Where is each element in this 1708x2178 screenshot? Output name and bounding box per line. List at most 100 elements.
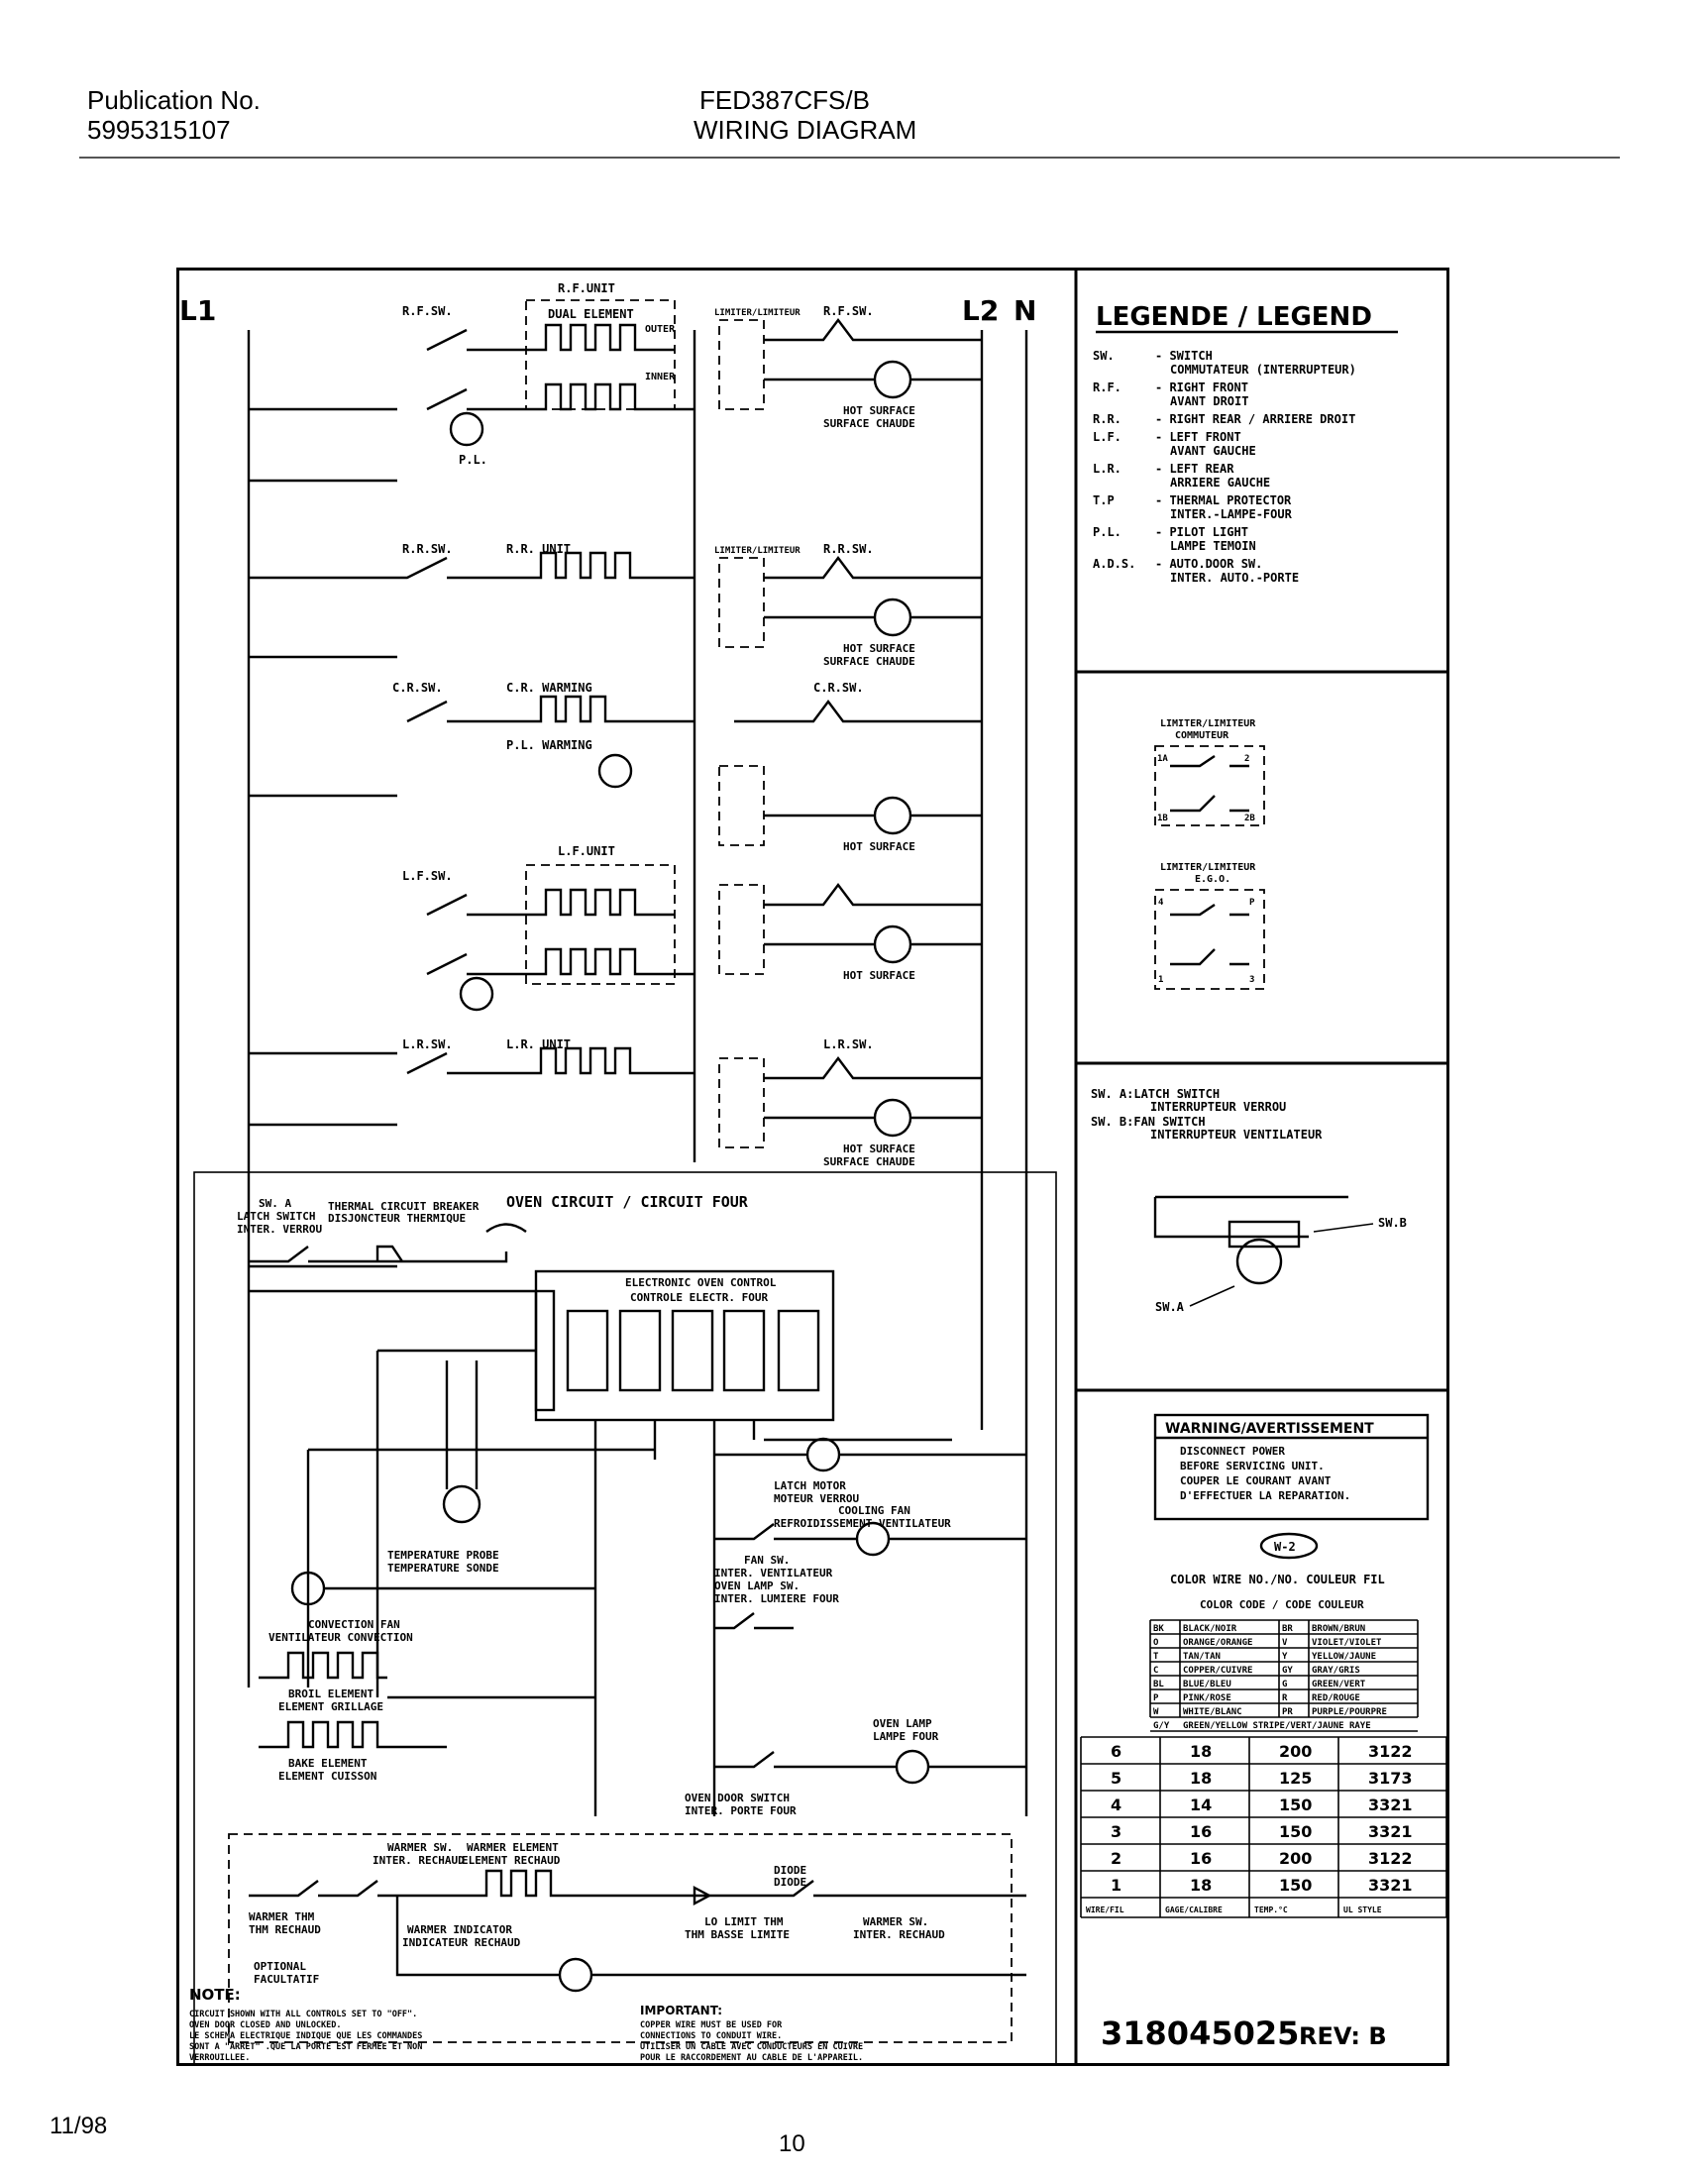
warmer-element-fr-label: ELEMENT RECHAUD [462, 1854, 561, 1867]
color-code-cell: BL [1153, 1680, 1164, 1689]
sw-a-fr-legend: INTERRUPTEUR VERROU [1150, 1100, 1286, 1114]
sw-b-legend: SW. B:FAN SWITCH [1091, 1115, 1206, 1129]
legend-desc-fr: ARRIERE GAUCHE [1170, 476, 1270, 490]
warning-line: DISCONNECT POWER [1180, 1445, 1285, 1458]
revision: REV: B [1299, 2022, 1387, 2050]
wire-table-cell: 3321 [1368, 1822, 1413, 1841]
schematic: L1 L2 N R.F.SW. R.F.UNIT DUAL ELEMENT OU… [179, 281, 1057, 2063]
optional-label: OPTIONAL [254, 1960, 306, 1973]
latch-switch-label3: INTER. VERROU [237, 1223, 322, 1236]
rf-outer-label: OUTER [645, 324, 676, 335]
legend-title: LEGENDE / LEGEND [1096, 302, 1372, 332]
publication-number: 5995315107 [87, 115, 231, 145]
warmer-thm-fr-label: THM RECHAUD [249, 1923, 321, 1936]
color-code-cell: BLUE/BLEU [1183, 1680, 1231, 1689]
color-code-cell: RED/ROUGE [1312, 1693, 1360, 1703]
color-code-cell: BROWN/BRUN [1312, 1624, 1365, 1634]
legend-abbr: L.F. [1093, 430, 1121, 444]
legend-desc: - THERMAL PROTECTOR [1155, 493, 1292, 507]
wire-table-cell: 1 [1111, 1876, 1121, 1895]
lf-outer-element [426, 888, 675, 917]
wire-table-cell: 200 [1279, 1849, 1312, 1868]
rail-l1-label: L1 [179, 294, 216, 327]
legend-desc: - RIGHT FRONT [1155, 381, 1248, 394]
oven-lamp-sw-label: OVEN LAMP SW. [714, 1579, 800, 1592]
latch-motor-fr-label: MOTEUR VERROU [774, 1492, 859, 1505]
note-line: CIRCUIT SHOWN WITH ALL CONTROLS SET TO "… [189, 2010, 417, 2019]
temp-probe-label: TEMPERATURE PROBE [387, 1549, 499, 1562]
note-line: VERROUILLEE. [189, 2053, 250, 2063]
limiter-1-sub-label: COMMUTEUR [1175, 730, 1229, 741]
wire-tag-label: W-2 [1274, 1540, 1296, 1554]
limiter-2-diagram [1154, 889, 1265, 990]
oven-lamp-fr-label: LAMPE FOUR [873, 1730, 939, 1743]
cr-pilot-light [597, 753, 633, 789]
eoc-label: ELECTRONIC OVEN CONTROL [625, 1276, 777, 1289]
door-switch-label: OVEN DOOR SWITCH [685, 1792, 790, 1804]
important-line: POUR LE RACCORDEMENT AU CABLE DE L'APPAR… [640, 2053, 863, 2063]
footer-page: 10 [779, 2130, 805, 2157]
color-code-cell: Y [1282, 1652, 1288, 1662]
legend-desc-fr: AVANT GAUCHE [1170, 444, 1256, 458]
lr-sw-right-label: L.R.SW. [823, 1037, 874, 1051]
cr-hot-surface-lamp [873, 796, 912, 835]
limiter-2-pin-1: 1 [1158, 975, 1163, 985]
limiter-1-label: LIMITER/LIMITEUR [1160, 718, 1256, 729]
rr-unit-label: R.R. UNIT [506, 542, 571, 556]
color-code-cell: T [1153, 1652, 1159, 1662]
important-line: COPPER WIRE MUST BE USED FOR [640, 2020, 783, 2030]
optional-fr-label: FACULTATIF [254, 1973, 319, 1986]
wire-table-cell: 3321 [1368, 1796, 1413, 1814]
oven-circuit-title: OVEN CIRCUIT / CIRCUIT FOUR [506, 1193, 749, 1211]
warmer-circuit-wires [249, 1869, 1026, 1898]
note-title: NOTE: [189, 1986, 241, 2004]
color-code-cell: C [1153, 1666, 1158, 1676]
rr-element [249, 551, 675, 580]
warmer-sw2-label: WARMER SW. [863, 1915, 928, 1928]
legend-abbr: R.R. [1093, 412, 1121, 426]
color-code-cell: GRAY/GRIS [1312, 1666, 1360, 1676]
thermal-breaker-label: THERMAL CIRCUIT BREAKER [328, 1200, 480, 1213]
temp-probe-fr-label: TEMPERATURE SONDE [387, 1562, 499, 1575]
warning-box [1153, 1413, 1430, 1521]
lr-limiter-box [718, 1057, 765, 1148]
rf-limiter-box [718, 319, 765, 410]
eoc-relay-5 [777, 1309, 820, 1392]
legend-desc: - RIGHT REAR / ARRIERE DROIT [1155, 412, 1355, 426]
note-line: OVEN DOOR CLOSED AND UNLOCKED. [189, 2020, 342, 2030]
color-code-cell: R [1282, 1693, 1288, 1703]
note-line: LE SCHEMA ELECTRIQUE INDIQUE QUE LES COM… [189, 2031, 422, 2041]
color-code-cell: G [1282, 1680, 1287, 1689]
color-code-cell: BK [1153, 1624, 1164, 1634]
rf-limiter-label: LIMITER/LIMITEUR [714, 308, 801, 318]
lr-hot-surface-lamp [873, 1098, 912, 1138]
cr-pl-label: P.L. WARMING [506, 738, 592, 752]
oven-lamp-label: OVEN LAMP [873, 1717, 932, 1730]
note-line: SONT A "ARRET" .QUE LA PORTE EST FERMEE … [189, 2042, 422, 2052]
color-wire-label: COLOR WIRE NO./NO. COULEUR FIL [1170, 1573, 1385, 1586]
color-code-cell: P [1153, 1693, 1159, 1703]
wire-table-cell: 150 [1279, 1876, 1312, 1895]
rr-limiter-box [718, 557, 765, 648]
door-switch-fr-label: INTER. PORTE FOUR [685, 1804, 797, 1817]
sw-b-fr-legend: INTERRUPTEUR VENTILATEUR [1150, 1128, 1323, 1142]
wire-table-cell: 3173 [1368, 1769, 1413, 1788]
diode-fr-label: DIODE [774, 1876, 806, 1889]
color-code-cell: V [1282, 1638, 1288, 1648]
important-title: IMPORTANT: [640, 2004, 722, 2017]
bake-label: BAKE ELEMENT [288, 1757, 368, 1770]
lo-limit-fr-label: THM BASSE LIMITE [685, 1928, 790, 1941]
wiring-diagram-frame: L1 L2 N R.F.SW. R.F.UNIT DUAL ELEMENT OU… [176, 268, 1449, 2066]
limiter-1-pin-2b: 2B [1244, 814, 1255, 823]
sw-b-pointer-label: SW.B [1378, 1216, 1407, 1230]
latch-switch-wires [249, 1245, 508, 1263]
rr-sw-label: R.R.SW. [402, 542, 453, 556]
legend-desc: - AUTO.DOOR SW. [1155, 557, 1262, 571]
rf-sw-right-label: R.F.SW. [823, 304, 874, 318]
oven-lamp [895, 1749, 930, 1785]
warmer-sw-label: WARMER SW. [387, 1841, 453, 1854]
lr-element [406, 1046, 675, 1075]
note-lines: CIRCUIT SHOWN WITH ALL CONTROLS SET TO "… [189, 2010, 422, 2063]
wire-table-cell: 125 [1279, 1769, 1312, 1788]
latch-motor [805, 1437, 841, 1472]
